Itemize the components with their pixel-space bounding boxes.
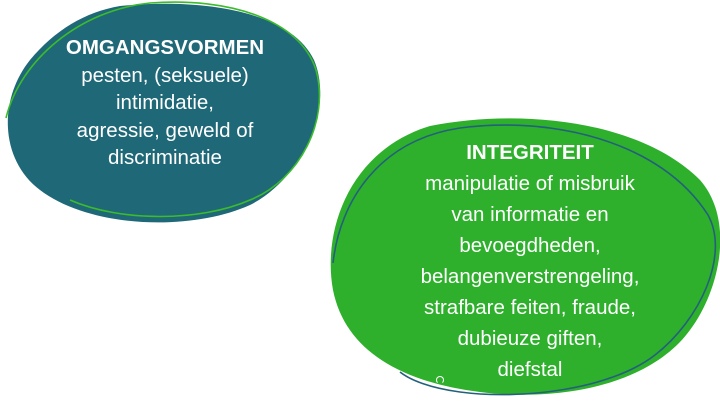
integriteit-line: belangenverstrengeling,	[420, 265, 640, 288]
integriteit-label: INTEGRITEIT manipulatie of misbruik van …	[380, 137, 680, 385]
integriteit-line: manipulatie of misbruik	[425, 172, 635, 195]
omgangsvormen-outline	[5, 1, 321, 218]
integriteit-line: dubieuze giften,	[457, 327, 603, 350]
omgangsvormen-label: OMGANGSVORMEN pesten, (seksuele) intimid…	[50, 34, 280, 172]
omgangsvormen-line: pesten, (seksuele)	[81, 63, 249, 87]
integriteit-blob	[330, 118, 720, 395]
integriteit-line: bevoegdheden,	[459, 234, 601, 257]
omgangsvormen-blob	[7, 3, 321, 223]
integriteit-line: diefstal	[497, 358, 563, 381]
omgangsvormen-line: discriminatie	[108, 146, 222, 169]
stray-mark	[436, 376, 444, 384]
integriteit-line: van informatie en	[451, 203, 609, 226]
omgangsvormen-title: OMGANGSVORMEN	[65, 36, 265, 59]
omgangsvormen-line: intimidatie,	[116, 91, 214, 114]
integriteit-outline	[332, 124, 717, 396]
integriteit-title: INTEGRITEIT	[466, 141, 594, 164]
integriteit-line: strafbare feiten, fraude,	[424, 296, 636, 319]
omgangsvormen-line: agressie, geweld of	[76, 118, 254, 142]
